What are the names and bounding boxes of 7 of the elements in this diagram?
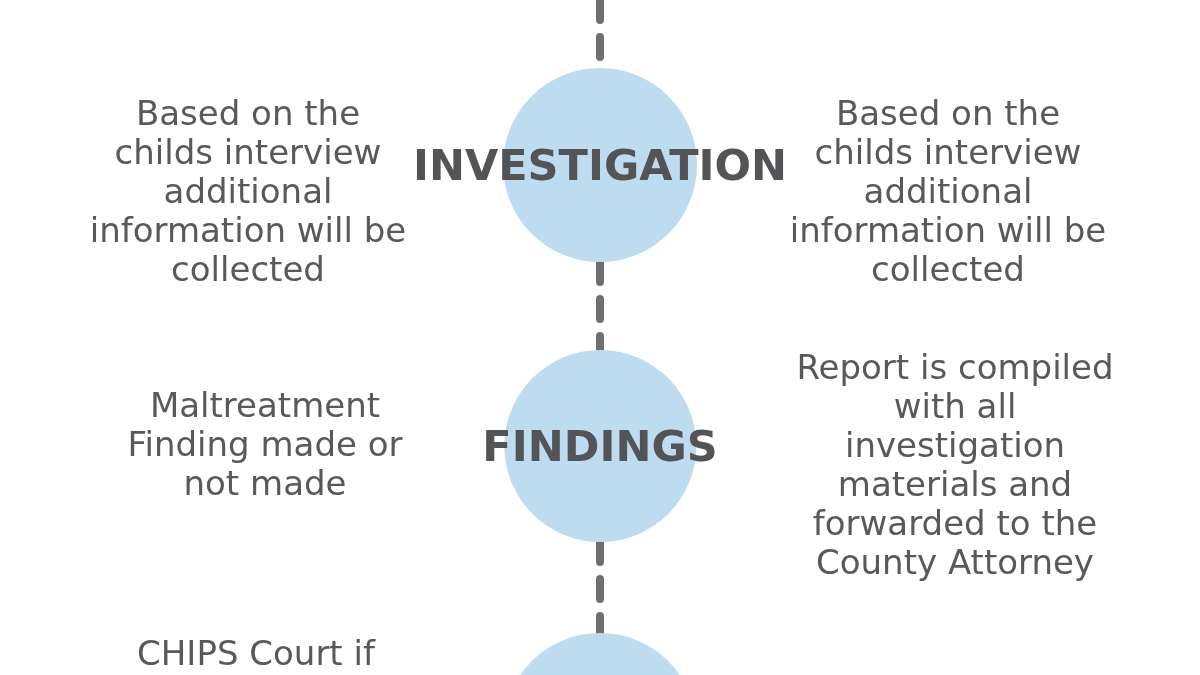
description-text: Report is compiled with all investigation materials and forwarded to the County Attorney (795, 348, 1115, 582)
description-text: CHIPS Court if (136, 634, 377, 673)
description-text: Based on the childs interview additional information will be collected (788, 94, 1108, 289)
step-title: INVESTIGATION (413, 143, 787, 187)
description-text: Based on the childs interview additional information will be collected (88, 94, 408, 289)
description-text: Maltreatment Finding made or not made (126, 386, 404, 503)
step-title: FINDINGS (482, 424, 718, 468)
